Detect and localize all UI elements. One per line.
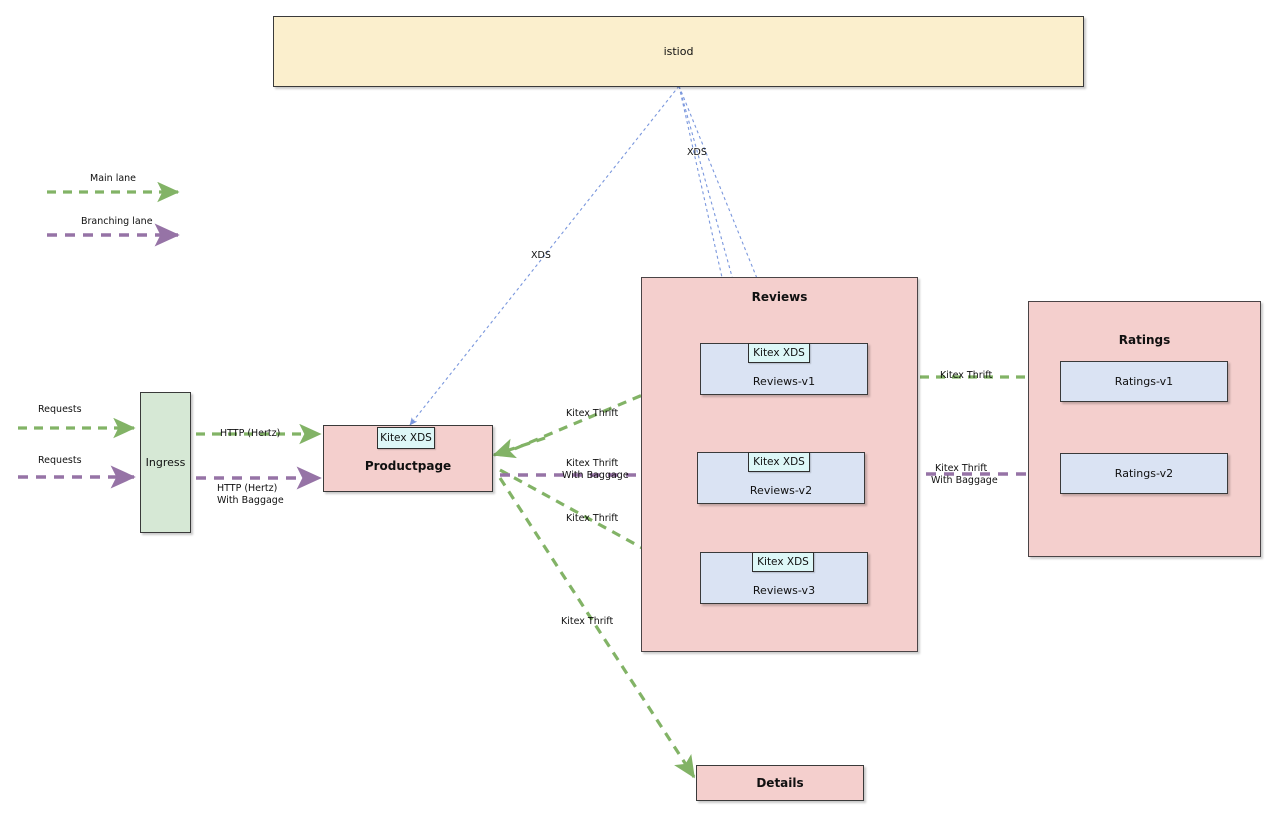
edge-reviews-return-to-productpage <box>492 436 546 459</box>
branching-lane-edges <box>18 462 1058 490</box>
label-kitex-thrift-baggage-line2: With Baggage <box>562 470 629 481</box>
label-kitex-thrift-ratings-v2-line1: Kitex Thrift <box>935 463 988 474</box>
label-http-hertz-baggage-line2: With Baggage <box>217 495 284 506</box>
node-ratings-v2[interactable]: Ratings-v2 <box>1060 453 1228 494</box>
label-xds-left: XDS <box>531 250 551 261</box>
ingress-label: Ingress <box>145 455 186 469</box>
reviews-v1-label: Reviews-v1 <box>752 375 816 388</box>
legend-label-branching-lane: Branching lane <box>81 216 153 227</box>
edge-productpage-to-details <box>498 477 696 779</box>
edge-xds-to-reviews-v3 <box>678 85 785 550</box>
node-ratings-v1[interactable]: Ratings-v1 <box>1060 361 1228 402</box>
edge-xds-to-productpage <box>409 85 680 426</box>
legend-label-main-lane: Main lane <box>90 173 137 184</box>
label-kitex-thrift-reviews-v1: Kitex Thrift <box>566 408 619 419</box>
node-reviews-v3[interactable]: Reviews-v3 <box>700 552 868 604</box>
label-kitex-thrift-reviews-v3: Kitex Thrift <box>566 513 619 524</box>
reviews-v3-kitex-xds-badge[interactable]: Kitex XDS <box>752 552 814 572</box>
node-details[interactable]: Details <box>696 765 864 801</box>
group-reviews-title: Reviews <box>751 290 808 304</box>
node-istiod[interactable]: istiod <box>273 16 1084 87</box>
label-xds-right: XDS <box>687 147 707 158</box>
details-label: Details <box>756 775 804 790</box>
label-kitex-thrift-ratings-v1: Kitex Thrift <box>940 370 993 381</box>
reviews-v1-kitex-xds-badge[interactable]: Kitex XDS <box>748 343 810 363</box>
label-kitex-thrift-ratings-v2-line2: With Baggage <box>931 475 998 486</box>
group-ratings-title: Ratings <box>1118 333 1171 347</box>
reviews-v2-kitex-xds-badge[interactable]: Kitex XDS <box>748 452 810 472</box>
node-ingress[interactable]: Ingress <box>140 392 191 533</box>
label-http-hertz-baggage-line1: HTTP (Hertz) <box>217 483 278 494</box>
productpage-label: Productpage <box>364 459 452 473</box>
label-requests-main: Requests <box>38 404 82 415</box>
group-ratings: Ratings <box>1028 301 1261 557</box>
label-kitex-thrift-baggage-line1: Kitex Thrift <box>566 458 619 469</box>
label-requests-branch: Requests <box>38 455 82 466</box>
reviews-v2-label: Reviews-v2 <box>749 484 813 497</box>
ratings-v2-label: Ratings-v2 <box>1114 466 1174 480</box>
edge-productpage-to-reviews-v3 <box>499 468 699 580</box>
istiod-label: istiod <box>663 44 694 58</box>
label-kitex-thrift-details: Kitex Thrift <box>561 616 614 627</box>
ratings-v1-label: Ratings-v1 <box>1114 374 1174 388</box>
productpage-kitex-xds-badge[interactable]: Kitex XDS <box>377 427 435 449</box>
label-http-hertz: HTTP (Hertz) <box>220 428 281 439</box>
reviews-v3-label: Reviews-v3 <box>752 584 816 597</box>
